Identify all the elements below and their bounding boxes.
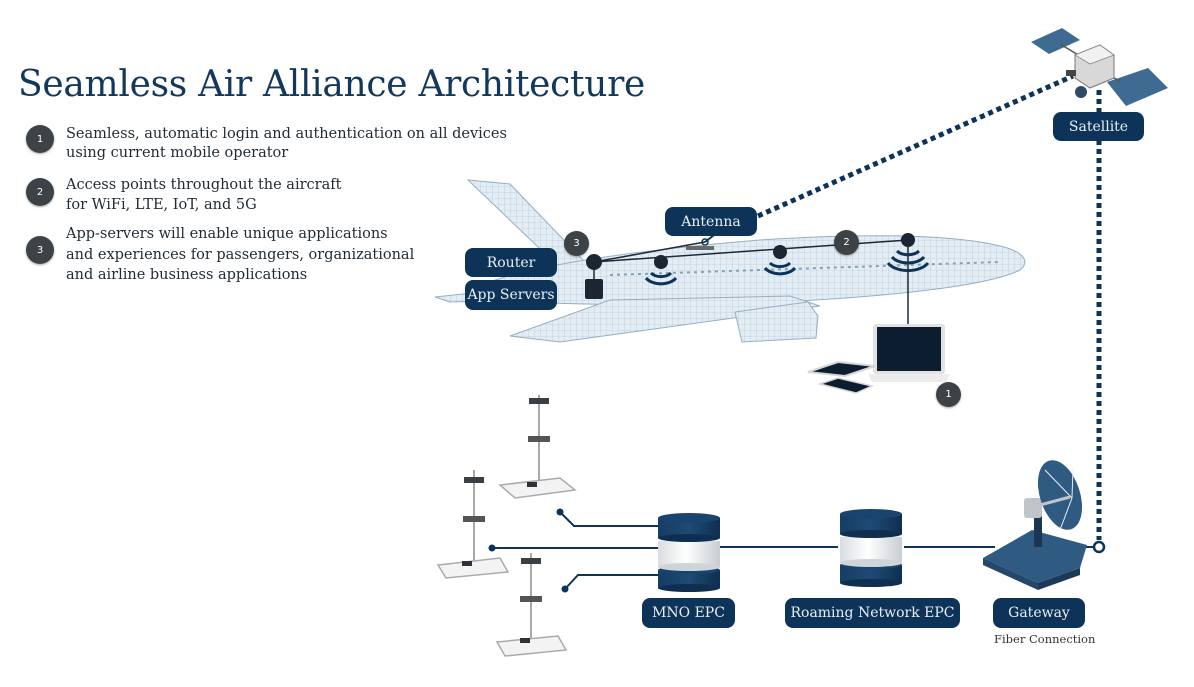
access-point-icon: [886, 233, 930, 273]
fiber-junction: [1092, 540, 1106, 554]
bullet-line: App-servers will enable unique applicati…: [66, 226, 388, 242]
bullet-text-2: Access points throughout the aircraft fo…: [66, 175, 341, 215]
tablet-icon: [807, 360, 876, 378]
access-point-icon: [644, 255, 678, 286]
bullet-number-2: 2: [26, 178, 54, 206]
gateway-dish-icon: [983, 460, 1087, 590]
app-server-icon: [585, 279, 603, 299]
roaming-epc-label: Roaming Network EPC: [785, 598, 960, 628]
bullet-line: and airline business applications: [66, 267, 308, 283]
bullet-line: using current mobile operator: [66, 145, 289, 161]
roaming-epc-database-icon: [840, 509, 902, 587]
mno-epc-database-icon: [658, 513, 720, 592]
bullet-text-1: Seamless, automatic login and authentica…: [66, 125, 507, 163]
cell-tower-icon: [498, 395, 577, 499]
satellite-link-airplane: [756, 73, 1075, 219]
phone-icon: [817, 377, 875, 394]
bullet-line: and experiences for passengers, organiza…: [66, 246, 415, 263]
fiber-connection-caption: Fiber Connection: [994, 632, 1096, 646]
marker-devices: 1: [936, 382, 961, 407]
router-label: Router: [465, 248, 557, 277]
page-title: Seamless Air Alliance Architecture: [18, 64, 646, 105]
tower-link: [559, 511, 660, 527]
cell-tower-icon: [495, 553, 568, 657]
bullet-number-3: 3: [26, 236, 54, 264]
access-point-icon: [763, 245, 797, 276]
antenna-label: Antenna: [665, 207, 757, 236]
gateway-label: Gateway: [993, 598, 1085, 628]
marker-router: 3: [564, 231, 589, 256]
bullet-line: Access points throughout the aircraft: [66, 177, 342, 193]
router-node: [586, 254, 602, 270]
marker-access-point: 2: [834, 230, 859, 255]
bullet-3: 3 App-servers will enable unique applica…: [26, 224, 414, 286]
bullet-1: 1 Seamless, automatic login and authenti…: [26, 125, 507, 163]
tower-link: [564, 574, 660, 590]
airplane-icon: [434, 179, 1026, 343]
cell-tower-icon: [436, 470, 510, 579]
satellite-label: Satellite: [1053, 112, 1144, 141]
bullet-2: 2 Access points throughout the aircraft …: [26, 175, 341, 215]
laptop-icon: [868, 324, 950, 382]
mno-epc-label: MNO EPC: [642, 598, 735, 628]
app-servers-label: App Servers: [465, 280, 557, 310]
bullet-line: Seamless, automatic login and authentica…: [66, 126, 507, 142]
satellite-icon: [1031, 28, 1168, 106]
bullet-line: for WiFi, LTE, IoT, and 5G: [66, 197, 257, 213]
bullet-text-3: App-servers will enable unique applicati…: [66, 224, 414, 286]
bullet-number-1: 1: [26, 125, 54, 153]
